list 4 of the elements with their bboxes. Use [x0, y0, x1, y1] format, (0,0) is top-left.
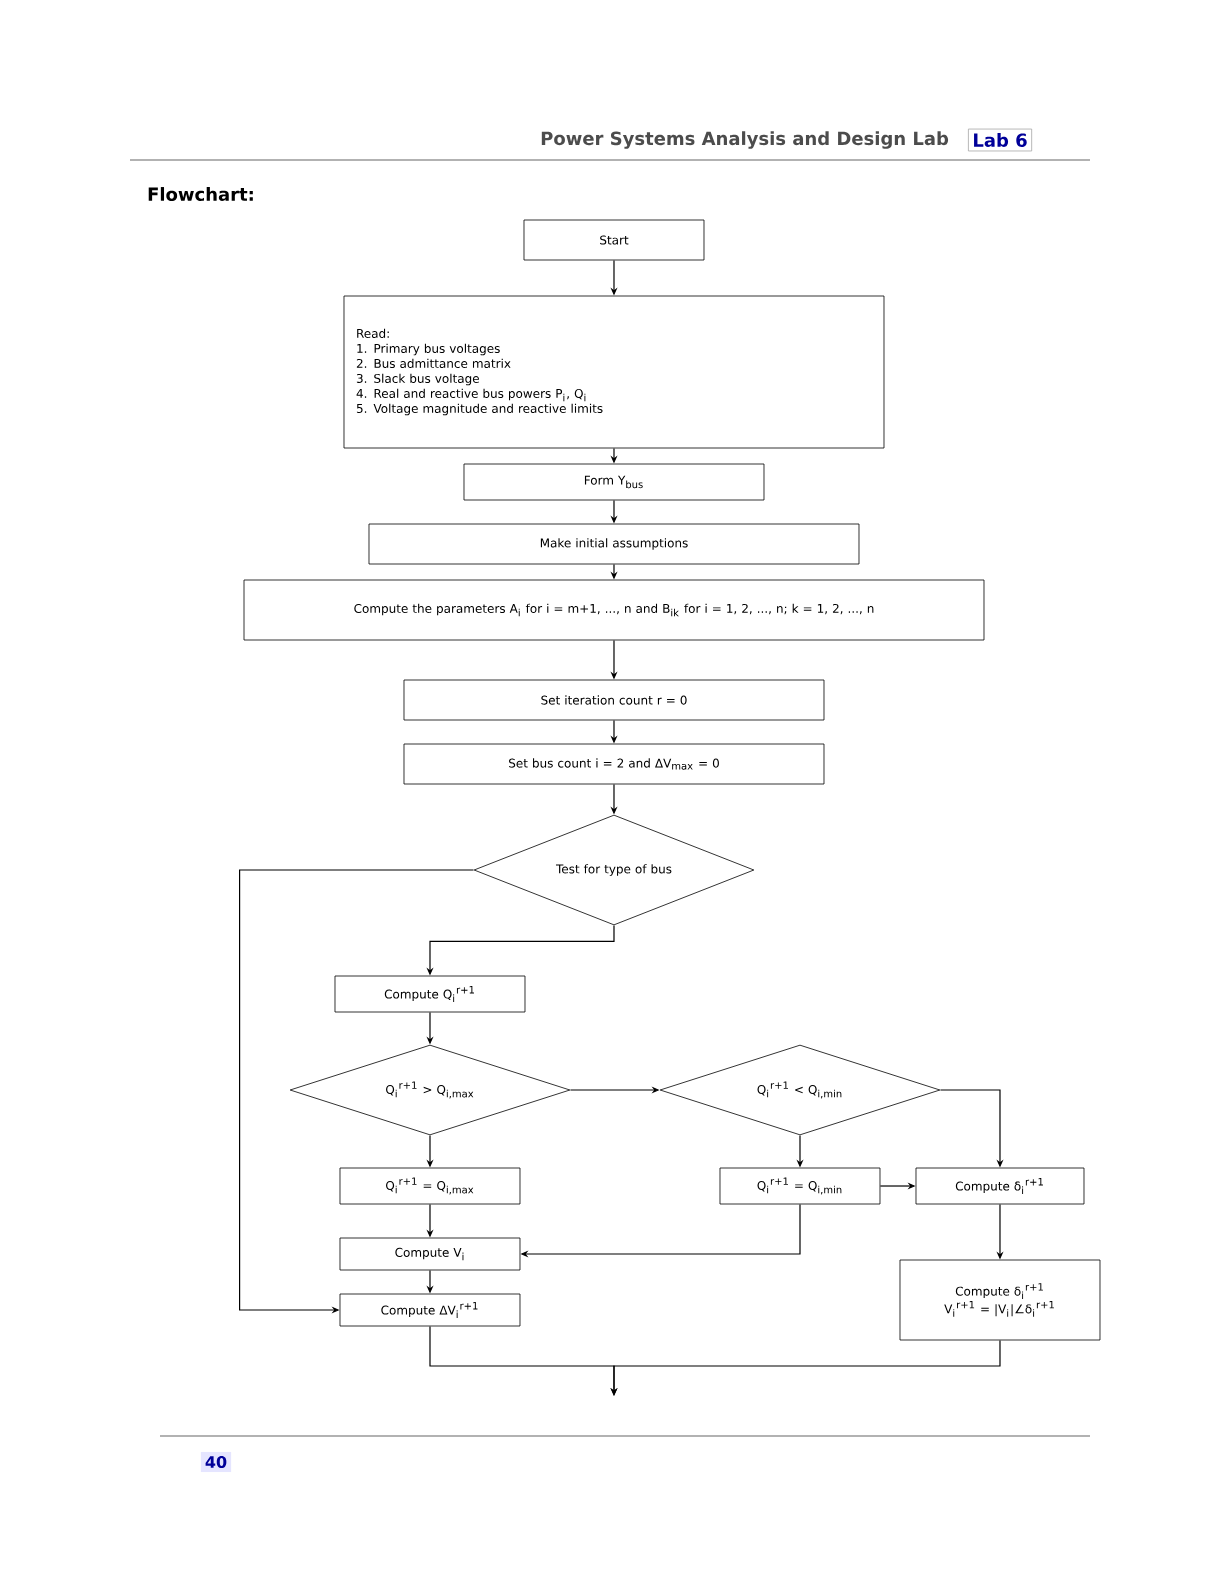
header-text: Power Systems Analysis and Design Lab: [541, 131, 949, 149]
page-number: 40: [200, 1451, 232, 1473]
lab-number: Lab 6: [968, 128, 1033, 152]
heading: Flowchart:: [148, 187, 253, 201]
